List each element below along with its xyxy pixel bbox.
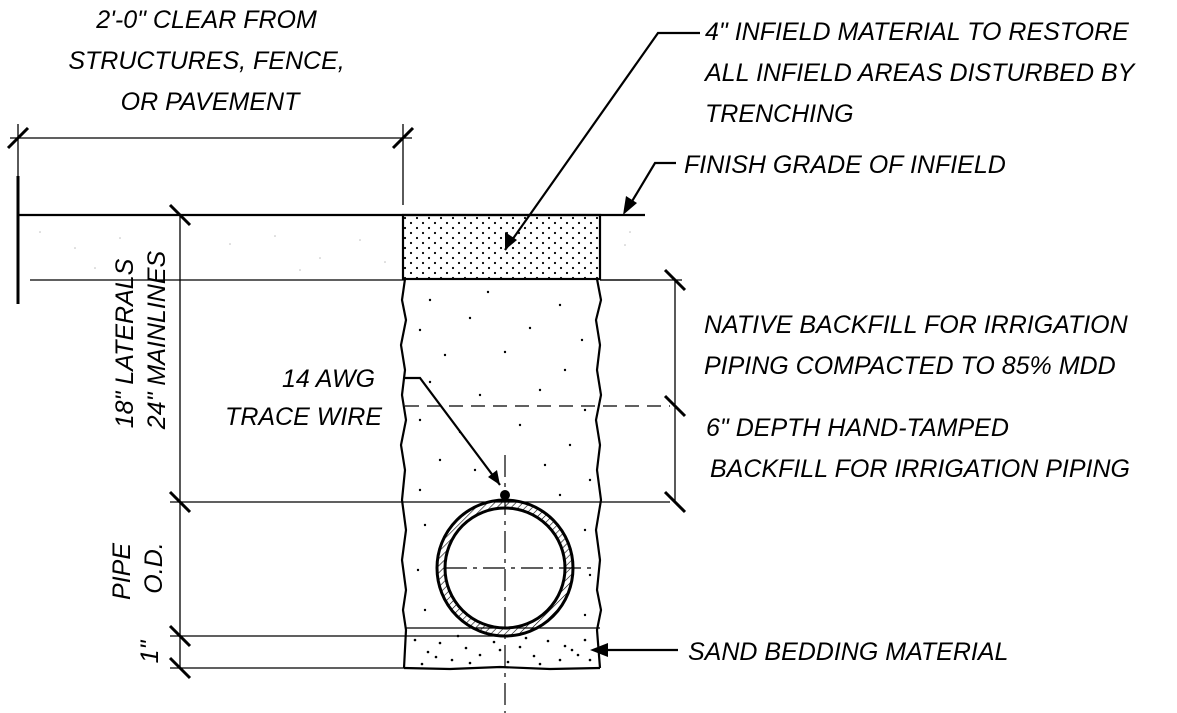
pipe-od-line-1: PIPE <box>108 543 136 600</box>
infield-material-line-1: 4" INFIELD MATERIAL TO RESTORE <box>705 18 1129 46</box>
native-backfill-label: NATIVE BACKFILL FOR IRRIGATION PIPING CO… <box>704 311 1135 380</box>
sand-bedding-arrowhead <box>590 643 608 657</box>
sand-bedding-label: SAND BEDDING MATERIAL <box>688 638 1008 666</box>
finish-grade-leader <box>627 161 676 209</box>
native-backfill-line-2: PIPING COMPACTED TO 85% MDD <box>704 352 1116 380</box>
trench-bottom <box>403 665 601 671</box>
pipe-od-label: PIPE O.D. <box>108 536 168 600</box>
finish-grade-arrowhead <box>623 196 637 215</box>
clearance-line-1: 2'-0" CLEAR FROM <box>95 6 317 34</box>
trace-wire-label: 14 AWG TRACE WIRE <box>225 365 382 431</box>
depth-tick-top <box>168 203 192 227</box>
infield-material-layer <box>401 213 602 281</box>
backfill-tick-mid <box>663 394 687 418</box>
trace-wire-leader <box>405 376 501 486</box>
native-backfill-line-1: NATIVE BACKFILL FOR IRRIGATION <box>704 311 1129 339</box>
sand-bedding-dots <box>413 634 592 666</box>
trace-wire-arrowhead <box>488 470 500 485</box>
hand-tamped-line-2: BACKFILL FOR IRRIGATION PIPING <box>710 455 1130 483</box>
trench-wall-left <box>399 278 408 669</box>
infield-material-line-3: TRENCHING <box>705 100 854 128</box>
pipe-od-line-2: O.D. <box>140 542 168 593</box>
depth-label: 18" LATERALS 24" MAINLINES <box>111 250 171 430</box>
infield-material-arrowhead <box>505 232 517 250</box>
clearance-line-2: STRUCTURES, FENCE, <box>68 47 344 75</box>
clearance-tick-left <box>6 126 30 150</box>
infield-material-label: 4" INFIELD MATERIAL TO RESTORE ALL INFIE… <box>703 18 1141 128</box>
finish-grade-label: FINISH GRADE OF INFIELD <box>684 151 1006 179</box>
hand-tamped-label: 6" DEPTH HAND-TAMPED BACKFILL FOR IRRIGA… <box>706 414 1130 483</box>
depth-line-2: 24" MAINLINES <box>143 250 171 430</box>
trace-wire-dot <box>500 490 510 500</box>
clearance-label: 2'-0" CLEAR FROM STRUCTURES, FENCE, OR P… <box>68 6 351 116</box>
clearance-tick-right <box>391 126 415 150</box>
trace-wire-line-1: 14 AWG <box>282 365 375 393</box>
depth-tick-pipe-bottom <box>168 624 192 648</box>
infield-material-leader <box>504 31 700 251</box>
depth-tick-bottom <box>168 656 192 680</box>
trace-wire-line-2: TRACE WIRE <box>225 403 382 431</box>
ground-texture <box>39 231 631 271</box>
clearance-line-3: OR PAVEMENT <box>121 88 301 116</box>
trench-wall-right <box>594 278 603 669</box>
backfill-tick-bottom <box>663 490 687 514</box>
infield-material-line-2: ALL INFIELD AREAS DISTURBED BY <box>703 59 1137 87</box>
backfill-tick-top <box>663 268 687 292</box>
hand-tamped-line-1: 6" DEPTH HAND-TAMPED <box>706 414 1009 442</box>
depth-line-1: 18" LATERALS <box>111 258 139 428</box>
depth-tick-pipe-top <box>168 490 192 514</box>
one-inch-label: 1" <box>136 639 164 663</box>
